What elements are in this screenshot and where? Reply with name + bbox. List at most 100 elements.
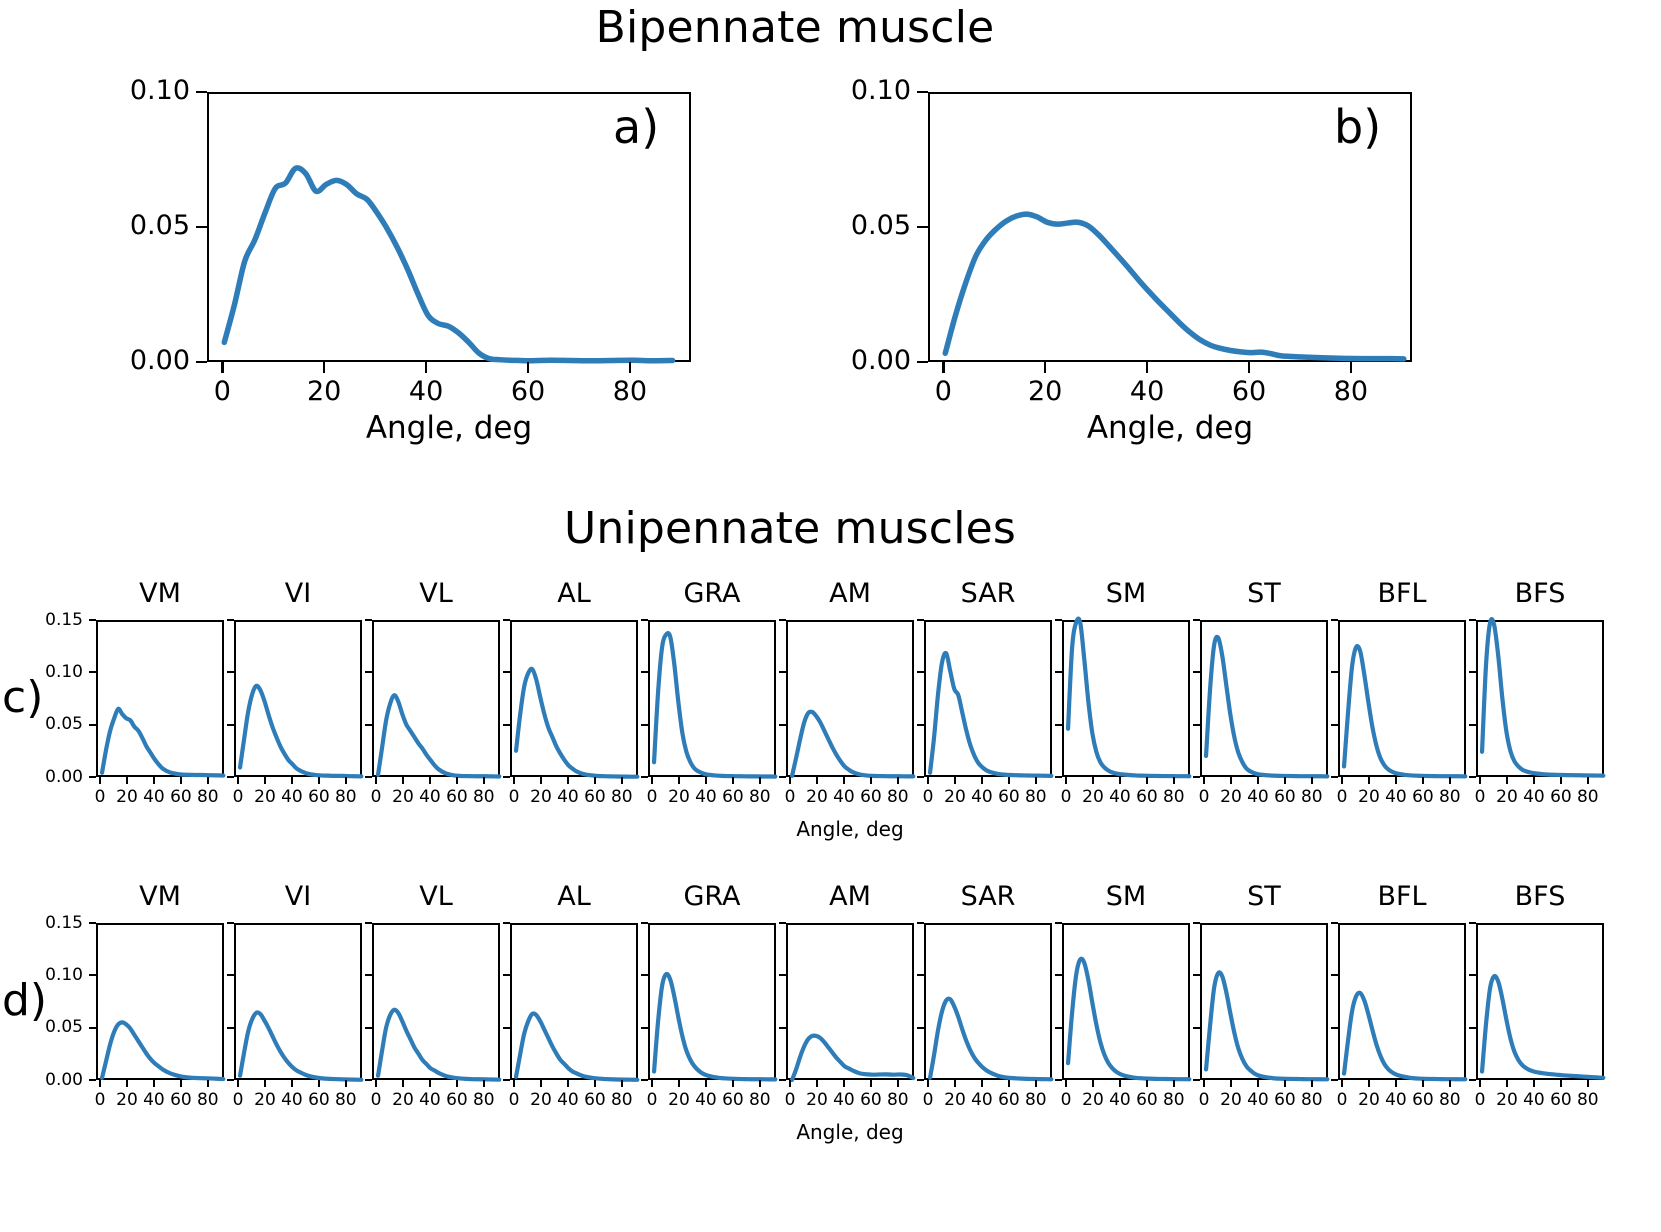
row-d-gra-line — [651, 971, 778, 1082]
row-c-vl-xtick-label: 0 — [370, 787, 382, 807]
row-d-vm-xtick-label: 60 — [170, 1090, 192, 1110]
row-c-title-bfs: BFS — [1514, 578, 1566, 609]
row-d-am-ytick-mark — [779, 1078, 786, 1082]
row-d-vi-curve-svg — [237, 1010, 364, 1082]
row-d-vm-ytick-label: 0.10 — [45, 964, 83, 985]
row-c-al-xtick-label: 20 — [530, 787, 552, 807]
row-c-vl-xtick-mark — [374, 777, 378, 784]
panel-b-xtick-mark — [1349, 362, 1353, 373]
row-d-gra-xtick-mark — [650, 1080, 654, 1087]
row-c-st-plot-area — [1200, 620, 1330, 779]
panel-b-ytick-label: 0.10 — [850, 75, 911, 107]
row-d-sm-xtick-label: 20 — [1082, 1090, 1104, 1110]
row-d-gra-xtick-label: 0 — [646, 1090, 658, 1110]
row-c-sar-curve-svg — [927, 650, 1054, 778]
panel-a-plot-area — [207, 92, 691, 364]
row-c-am-ytick-mark — [779, 618, 786, 622]
row-d-vl-xtick-mark — [401, 1080, 405, 1087]
row-c-vm-ytick-mark — [89, 775, 96, 779]
row-c-sm-plot-area — [1062, 616, 1192, 779]
row-c-al-curve-svg — [513, 666, 640, 779]
row-c-vi-ytick-mark — [227, 723, 234, 726]
row-d-st-xtick-label: 20 — [1220, 1090, 1242, 1110]
panel-b-xtick-mark — [942, 362, 945, 373]
row-d-vi-line — [237, 1010, 364, 1082]
row-d-vi-xtick-label: 0 — [232, 1090, 244, 1110]
row-c-sm-curve-svg — [1065, 616, 1192, 779]
row-c-vl-xtick-label: 20 — [392, 787, 414, 807]
row-d-vl-xtick-mark — [428, 1080, 431, 1087]
row-c-al-xtick-mark — [566, 777, 569, 784]
row-c-vm-xtick-label: 0 — [94, 787, 106, 807]
row-c-vl-xtick-mark — [455, 777, 458, 784]
row-d-gra-xtick-mark — [677, 1080, 681, 1087]
row-c-sar-xtick-label: 20 — [944, 787, 966, 807]
row-d-sar-plot-area — [924, 923, 1054, 1082]
row-c-st-xtick-mark — [1283, 777, 1286, 784]
row-d-vi-xtick-mark — [344, 1080, 347, 1087]
row-c-title-gra: GRA — [683, 578, 741, 609]
row-d-vi-xtick-label: 40 — [281, 1090, 303, 1110]
row-d-vl-plot-area — [372, 923, 502, 1082]
row-c-am-ytick-mark — [779, 671, 786, 674]
row-d-vm-xtick-label: 40 — [143, 1090, 165, 1110]
row-c-bfs-curve-svg — [1479, 616, 1606, 778]
row-c-st-ytick-mark — [1193, 775, 1200, 779]
row-d-sar-xtick-mark — [926, 1080, 930, 1087]
row-d-vl-xtick-label: 80 — [472, 1090, 495, 1110]
row-c-vm-ytick-mark — [89, 618, 96, 622]
row-c-vm-ytick-label: 0.00 — [45, 766, 83, 787]
row-d-vm-ytick-mark — [89, 1026, 96, 1029]
row-c-bfs-xtick-mark — [1532, 777, 1535, 784]
row-c-vi-xtick-mark — [344, 777, 347, 784]
row-d-st-plot-area — [1200, 923, 1330, 1082]
row-d-sar-ytick-mark — [917, 1026, 924, 1029]
row-d-sm-xtick-label: 60 — [1136, 1090, 1158, 1110]
row-d-bfl-xtick-label: 80 — [1438, 1090, 1461, 1110]
row-d-vl-xtick-label: 20 — [392, 1090, 414, 1110]
row-c-gra-line — [651, 631, 778, 779]
panel-a-xtick-mark — [322, 362, 326, 373]
row-d-vm-xtick-mark — [125, 1080, 129, 1087]
row-c-vl-ytick-mark — [365, 671, 372, 674]
row-d-al-xtick-mark — [566, 1080, 569, 1087]
row-d-vl-line — [375, 1007, 502, 1082]
row-d-gra-xtick-mark — [758, 1080, 761, 1087]
row-d-title-bfl: BFL — [1377, 881, 1427, 912]
row-d-vl-ytick-mark — [365, 974, 372, 977]
row-d-sm-line — [1065, 956, 1192, 1082]
row-d-vm-xtick-label: 20 — [116, 1090, 138, 1110]
row-c-title-al: AL — [557, 578, 591, 609]
row-c-am-curve-svg — [789, 709, 916, 779]
row-d-am-ytick-mark — [779, 974, 786, 977]
row-c-vm-xtick-label: 60 — [170, 787, 192, 807]
row-c-bfl-xtick-mark — [1394, 777, 1397, 784]
row-d-bfs-curve-svg — [1479, 973, 1606, 1080]
row-d-al-xtick-label: 20 — [530, 1090, 552, 1110]
row-c-title-vi: VI — [284, 578, 312, 609]
row-d-vi-xtick-mark — [290, 1080, 293, 1087]
row-c-sar-xtick-label: 40 — [971, 787, 993, 807]
row-c-sm-xtick-label: 60 — [1136, 787, 1158, 807]
row-d-st-xtick-label: 40 — [1247, 1090, 1269, 1110]
row-c-vi-ytick-mark — [227, 775, 234, 779]
row-d-sm-curve-svg — [1065, 956, 1192, 1082]
row-c-sm-xtick-label: 0 — [1060, 787, 1072, 807]
row-d-bfl-ytick-mark — [1331, 921, 1338, 925]
row-c-vi-line — [237, 683, 364, 779]
row-c-st-xtick-mark — [1310, 777, 1313, 784]
row-c-sar-xtick-mark — [953, 777, 957, 784]
row-c-vl-ytick-mark — [365, 723, 372, 726]
row-c-am-xtick-label: 40 — [833, 787, 855, 807]
row-d-bfl-curve-svg — [1341, 990, 1468, 1082]
panel-b-xaxis-label: Angle, deg — [1086, 410, 1254, 446]
row-d-vi-ytick-mark — [227, 974, 234, 977]
row-d-sar-ytick-mark — [917, 1078, 924, 1082]
row-c-am-xtick-mark — [788, 777, 792, 784]
row-c-vm-xtick-label: 40 — [143, 787, 165, 807]
row-d-title-vi: VI — [284, 881, 312, 912]
row-d-bfl-xtick-label: 40 — [1385, 1090, 1407, 1110]
row-c-sm-xtick-mark — [1172, 777, 1175, 784]
row-c-gra-xtick-label: 20 — [668, 787, 690, 807]
panel-b-xtick-label: 60 — [1231, 376, 1267, 407]
